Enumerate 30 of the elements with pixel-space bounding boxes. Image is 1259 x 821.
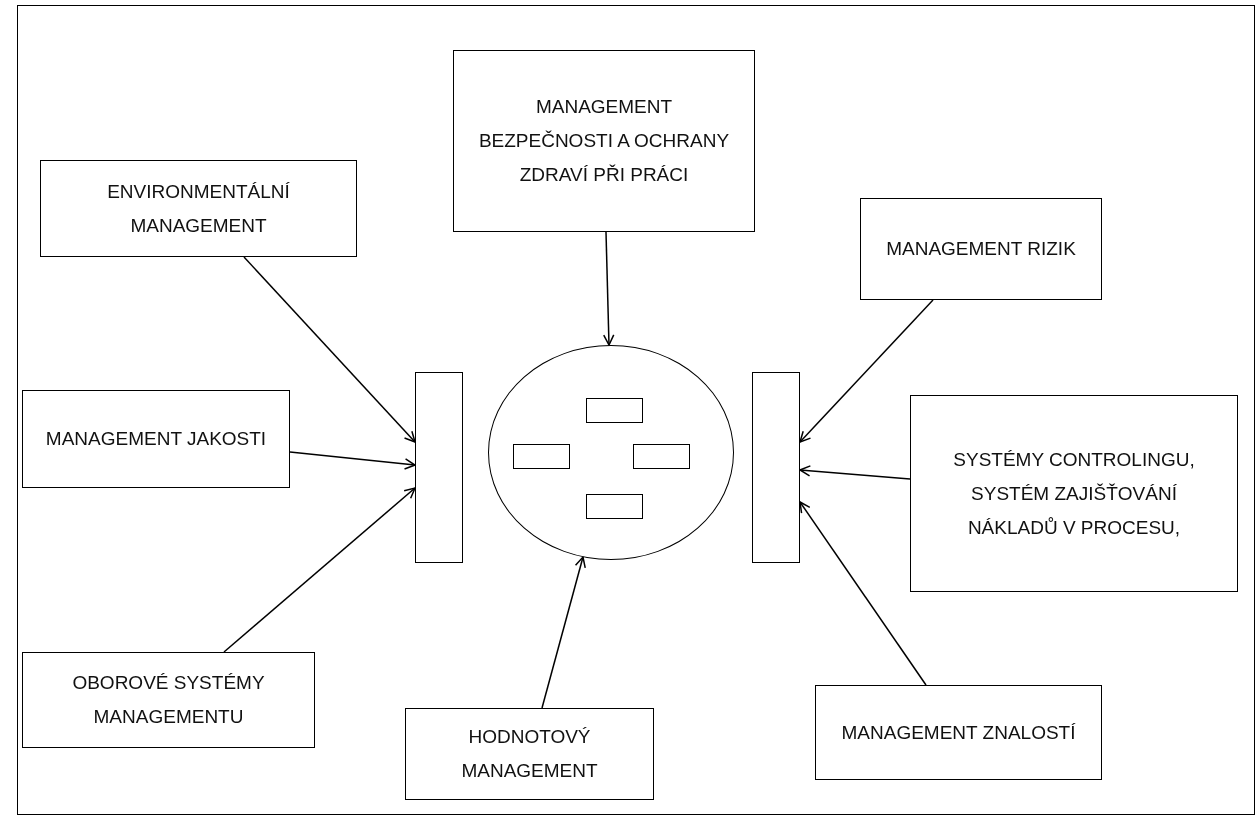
text-box [22, 390, 290, 488]
text-box [40, 160, 357, 257]
box-text: MANAGEMENT RIZIK [886, 237, 1076, 261]
small-box [586, 398, 643, 423]
arrow [243, 256, 416, 443]
text-box [453, 50, 755, 232]
box-text: SYSTÉMY CONTROLINGU, SYSTÉM ZAJIŠŤOVÁNÍ NÁKLADŮ V PROCESU, [952, 447, 1196, 540]
arrow [799, 501, 927, 686]
small-box [513, 444, 570, 469]
bar-shape [415, 372, 463, 563]
text-box [22, 652, 315, 748]
text-box [815, 685, 1102, 780]
arrow [799, 299, 934, 443]
arrow [799, 465, 911, 480]
arrow [603, 231, 615, 346]
box-text: MANAGEMENT JAKOSTI [45, 427, 267, 451]
box-text: OBOROVÉ SYSTÉMY MANAGEMENTU [71, 671, 266, 729]
arrow [223, 487, 416, 653]
small-box [586, 494, 643, 519]
text-box [910, 395, 1238, 592]
box-text: HODNOTOVÝ MANAGEMENT [460, 725, 599, 783]
text-box [405, 708, 654, 800]
text-box [860, 198, 1102, 300]
bar-shape [752, 372, 800, 563]
small-box [633, 444, 690, 469]
arrow [541, 556, 586, 709]
box-text: MANAGEMENT BEZPEČNOSTI A OCHRANY ZDRAVÍ PŘI PRÁCI [477, 95, 731, 187]
box-text: MANAGEMENT ZNALOSTÍ [841, 720, 1076, 745]
box-text: ENVIRONMENTÁLNÍ MANAGEMENT [106, 179, 291, 238]
arrow [289, 451, 416, 470]
